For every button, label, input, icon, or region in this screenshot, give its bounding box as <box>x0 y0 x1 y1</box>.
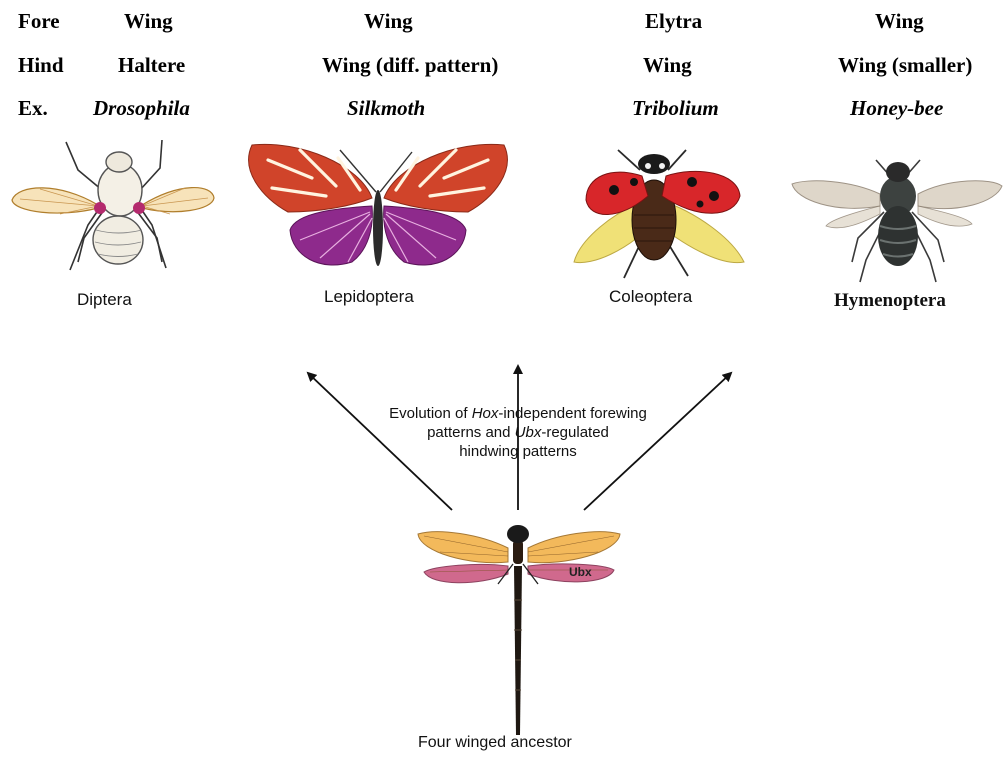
ancestor-illustration: Ubx <box>418 525 620 735</box>
order-lepidoptera: Lepidoptera <box>324 287 414 307</box>
ubx-label: Ubx <box>569 565 592 579</box>
lepidoptera-illustration <box>249 144 508 266</box>
caption-line-3: hindwing patterns <box>358 442 678 461</box>
caption-gene-ubx: Ubx <box>515 424 542 441</box>
evolution-caption: Evolution of Hox-independent forewing pa… <box>358 404 678 461</box>
caption-text: -regulated <box>541 424 609 441</box>
order-coleoptera: Coleoptera <box>609 287 692 307</box>
caption-line-2: patterns and Ubx-regulated <box>358 423 678 442</box>
caption-text: -independent forewing <box>498 405 646 422</box>
caption-text: Evolution of <box>389 405 472 422</box>
ancestor-label: Four winged ancestor <box>418 734 572 752</box>
hymenoptera-illustration <box>792 160 1002 282</box>
caption-text: patterns and <box>427 424 515 441</box>
order-diptera: Diptera <box>77 290 132 310</box>
caption-gene-hox: Hox <box>472 405 499 422</box>
caption-line-1: Evolution of Hox-independent forewing <box>358 404 678 423</box>
order-hymenoptera: Hymenoptera <box>834 290 946 312</box>
coleoptera-illustration <box>574 150 744 278</box>
diptera-illustration <box>12 140 214 270</box>
